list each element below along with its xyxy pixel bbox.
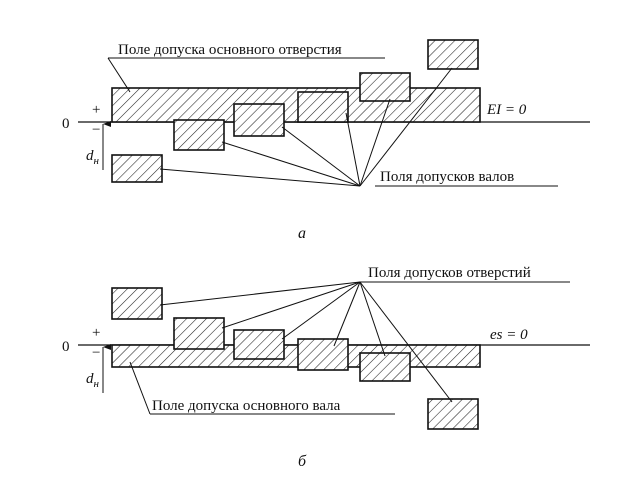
shaft-field-6 (427, 39, 479, 70)
minus-sign-a: − (92, 122, 100, 138)
nominal-symbol-a: dн (86, 148, 100, 167)
es-label: es = 0 (490, 327, 528, 343)
shaft-field-4 (297, 91, 349, 123)
hole-field-5 (359, 352, 411, 382)
diagram-b: 0 + − dн Поля допусков отверстий es = 0 (62, 265, 590, 470)
shaft-field-5 (359, 72, 411, 102)
caption-a: а (298, 225, 306, 242)
hole-field-2 (173, 317, 225, 350)
shaft-field-2 (173, 119, 225, 151)
diagram-a: 0 + − dн Поле допуска основного отверсти… (62, 39, 590, 242)
base-hole-label: Поле допуска основного отверстия (118, 42, 342, 58)
hole-leaders (159, 281, 570, 403)
base-shaft-label: Поле допуска основного вала (152, 398, 341, 414)
holes-label: Поля допусков отверстий (368, 265, 531, 281)
shafts-label: Поля допусков валов (380, 169, 514, 185)
ei-label: EI = 0 (486, 102, 527, 118)
base-shaft-leader (129, 361, 151, 415)
hole-field-4 (297, 338, 349, 371)
base-hole-field (111, 87, 481, 123)
shaft-field-1 (111, 154, 163, 183)
base-shaft-field (111, 344, 481, 368)
nominal-symbol-b: dн (86, 371, 100, 390)
hole-field-1 (111, 287, 163, 320)
shaft-field-3 (233, 103, 285, 137)
plus-sign-b: + (92, 325, 100, 341)
hole-field-6 (427, 398, 479, 430)
zero-label-b: 0 (62, 339, 70, 355)
base-hole-leader (107, 57, 131, 93)
caption-b: б (298, 453, 307, 470)
plus-sign-a: + (92, 102, 100, 118)
hole-field-3 (233, 329, 285, 360)
zero-label-a: 0 (62, 116, 70, 132)
shaft-leaders (159, 67, 558, 187)
minus-sign-b: − (92, 345, 100, 361)
